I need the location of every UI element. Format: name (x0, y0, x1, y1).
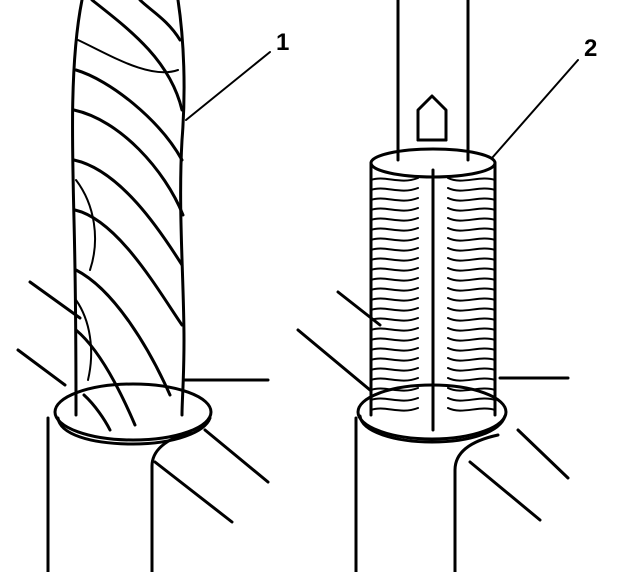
thread-crest (370, 207, 496, 212)
tap-threads (369, 147, 497, 432)
right-workpiece (296, 290, 570, 572)
thread-crest (370, 337, 496, 342)
thread-crest (370, 177, 496, 182)
thread-crest (370, 197, 496, 202)
thread-crest (370, 377, 496, 382)
drill-bit (70, 0, 186, 432)
thread-crest (370, 307, 496, 312)
thread-crest (370, 257, 496, 262)
thread-crest (370, 187, 496, 192)
thread-crest (370, 397, 496, 402)
thread-crest (370, 227, 496, 232)
thread-crest (370, 347, 496, 352)
thread-rows (370, 177, 496, 412)
left-hole-rim (53, 382, 213, 446)
thread-crest (370, 237, 496, 242)
tap-illustration: 2 (296, 0, 597, 572)
drill-illustration: 1 (16, 0, 289, 572)
thread-crest (370, 297, 496, 302)
thread-crest (370, 367, 496, 372)
callout-1: 1 (185, 29, 289, 121)
thread-crest (370, 317, 496, 322)
callout-2-label: 2 (584, 35, 597, 62)
thread-crest (370, 277, 496, 282)
thread-crest (370, 287, 496, 292)
left-workpiece (16, 280, 270, 572)
callout-1-label: 1 (276, 29, 289, 56)
tap-shank (396, 0, 470, 162)
callout-2: 2 (491, 35, 597, 159)
thread-crest (370, 327, 496, 332)
thread-crest (370, 357, 496, 362)
thread-crest (370, 217, 496, 222)
thread-crest (370, 247, 496, 252)
thread-crest (370, 407, 496, 412)
thread-crest (370, 387, 496, 392)
thread-crest (370, 267, 496, 272)
